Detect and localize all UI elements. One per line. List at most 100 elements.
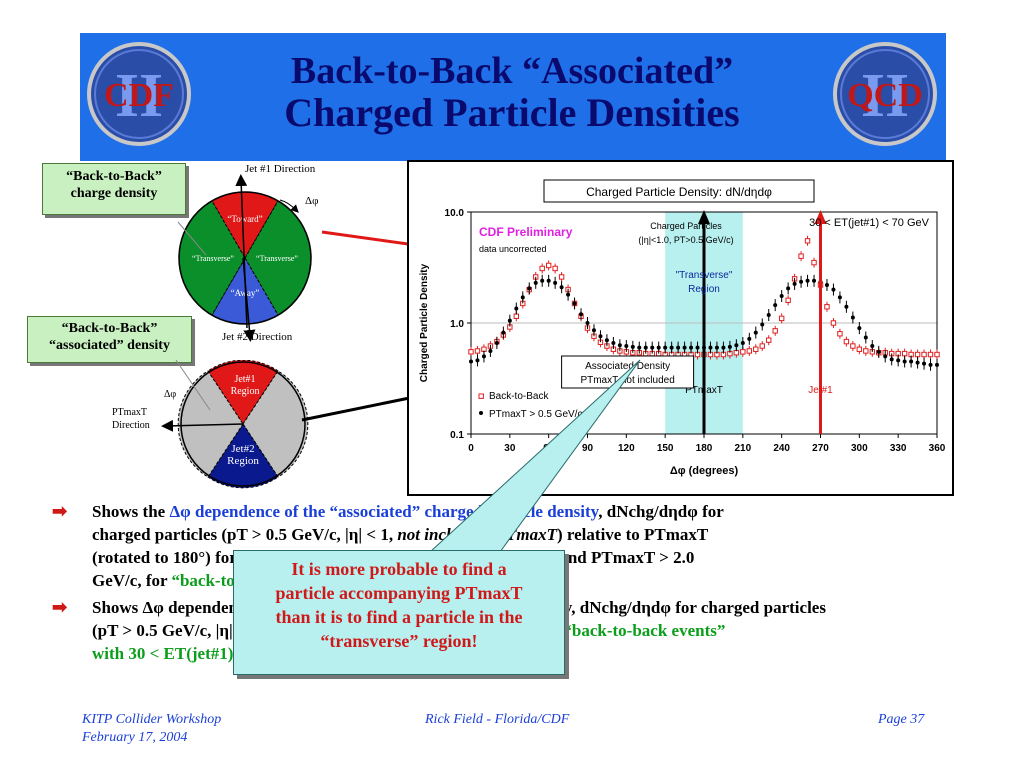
cuts-label: Charged Particles (650, 221, 722, 231)
slide-title-line2: Charged Particle Densities (284, 90, 740, 135)
data-point-back-to-back (798, 253, 804, 259)
x-tick-label: 240 (773, 443, 790, 454)
transverse-region-label: Region (688, 284, 720, 295)
dphi-label: Δφ (305, 195, 318, 207)
data-point-ptmaxt (714, 345, 719, 350)
data-point-ptmaxt (540, 278, 545, 283)
data-point-ptmaxt (792, 281, 797, 286)
data-point-back-to-back (856, 346, 863, 352)
data-point-ptmaxt (896, 358, 901, 363)
callout-line: particle accompanying PTmaxT (275, 583, 523, 603)
data-point-ptmaxt (760, 322, 765, 327)
data-point-back-to-back (921, 351, 927, 358)
jet1-region-label: Region (231, 386, 260, 397)
ptmaxt-direction-label: Direction (112, 420, 150, 431)
data-point-back-to-back (850, 343, 856, 349)
data-point-ptmaxt (669, 345, 674, 350)
data-point-ptmaxt (572, 301, 577, 306)
data-point-back-to-back (759, 343, 765, 349)
data-point-ptmaxt (617, 343, 622, 348)
y-tick-label: 10.0 (445, 208, 465, 219)
callout-line: “associated” density (49, 338, 170, 353)
x-axis-label: Δφ (degrees) (670, 465, 739, 477)
ptmaxt-marker-arrowhead (698, 210, 710, 224)
data-point-ptmaxt (876, 349, 881, 354)
data-point-ptmaxt (611, 341, 616, 346)
bullet-text-highlight: “back-to-back events” (563, 621, 726, 640)
data-point-ptmaxt (553, 280, 558, 285)
associated-density-label: Associated Density (585, 361, 670, 372)
jet1-marker-arrowhead (814, 210, 827, 224)
data-point-back-to-back (901, 350, 908, 357)
data-point-ptmaxt (779, 294, 784, 299)
data-point-back-to-back (824, 304, 830, 310)
data-point-back-to-back (914, 351, 921, 358)
qcd-logo: II QCD (833, 42, 937, 146)
ptmaxt-direction-label: PTmaxT (112, 407, 147, 418)
data-point-back-to-back (804, 238, 811, 244)
legend-marker-back-to-back (478, 393, 484, 399)
data-point-ptmaxt (501, 330, 506, 335)
data-point-ptmaxt (844, 304, 849, 309)
y-axis-label: Charged Particle Density (419, 263, 430, 382)
data-point-ptmaxt (824, 282, 829, 287)
data-point-back-to-back (545, 262, 552, 269)
cdf-logo-text: CDF (104, 77, 174, 114)
data-point-back-to-back (552, 265, 558, 272)
bullet-text: ) relative to PTmaxT (556, 525, 709, 544)
data-point-back-to-back (746, 348, 753, 354)
cuts-label: (|η|<1.0, PT>0.5 GeV/c) (638, 235, 733, 245)
x-tick-label: 90 (582, 443, 594, 454)
jet1-marker-label: Jet#1 (808, 385, 833, 396)
x-tick-label: 60 (543, 443, 555, 454)
data-point-ptmaxt (870, 344, 875, 349)
data-point-ptmaxt (643, 345, 648, 350)
data-point-back-to-back (468, 349, 474, 355)
footer-author: Rick Field - Florida/CDF (425, 712, 570, 727)
jet2-direction-label: Jet #2 Direction (222, 331, 293, 343)
associated-density-label: PTmaxT not included (580, 375, 674, 386)
data-point-ptmaxt (805, 278, 810, 283)
data-point-back-to-back (772, 328, 778, 334)
et-range-label: 30 < ET(jet#1) < 70 GeV (809, 217, 930, 229)
ptmaxt-marker-label: PTmaxT (685, 385, 723, 396)
data-point-ptmaxt (689, 345, 694, 350)
legend-label: Back-to-Back (489, 391, 549, 402)
uncorrected-label: data uncorrected (479, 244, 547, 254)
data-point-ptmaxt (831, 287, 836, 292)
jet2-region-label: Jet#2 (231, 443, 254, 455)
data-point-ptmaxt (676, 345, 681, 350)
data-point-ptmaxt (799, 279, 804, 284)
bullet-text-italic: not including PTmaxT (397, 525, 557, 544)
region-diagram-bottom: Jet#1 Region Jet#2 Region Δφ PTmaxT Dire… (112, 360, 309, 489)
data-point-ptmaxt (721, 345, 726, 350)
data-point-ptmaxt (559, 285, 564, 290)
data-point-ptmaxt (902, 359, 907, 364)
data-point-ptmaxt (527, 286, 532, 291)
data-point-ptmaxt (481, 354, 486, 359)
data-point-back-to-back (766, 337, 772, 343)
transverse-right-label: “Transverse” (256, 254, 298, 263)
y-tick-label: 1.0 (450, 319, 464, 330)
data-point-back-to-back (927, 351, 934, 358)
bullet-text: , dNchg/dηdφ for (598, 502, 724, 521)
data-point-back-to-back (863, 348, 869, 354)
legend-marker-ptmaxt (479, 411, 483, 415)
data-point-back-to-back (830, 320, 837, 326)
bullet-text: Shows the (92, 502, 170, 521)
preliminary-label: CDF Preliminary (479, 225, 573, 239)
data-point-ptmaxt (469, 359, 473, 364)
x-tick-label: 120 (618, 443, 635, 454)
data-point-back-to-back (513, 313, 520, 319)
x-tick-label: 210 (734, 443, 751, 454)
data-point-ptmaxt (922, 361, 927, 366)
data-point-ptmaxt (747, 336, 752, 341)
insight-callout: It is more probable to find a particle a… (233, 550, 565, 675)
x-tick-label: 330 (890, 443, 907, 454)
data-point-back-to-back (843, 338, 850, 345)
data-point-ptmaxt (695, 345, 700, 350)
transverse-left-label: “Transverse” (192, 254, 234, 263)
data-point-ptmaxt (630, 344, 635, 349)
data-point-ptmaxt (740, 341, 745, 346)
